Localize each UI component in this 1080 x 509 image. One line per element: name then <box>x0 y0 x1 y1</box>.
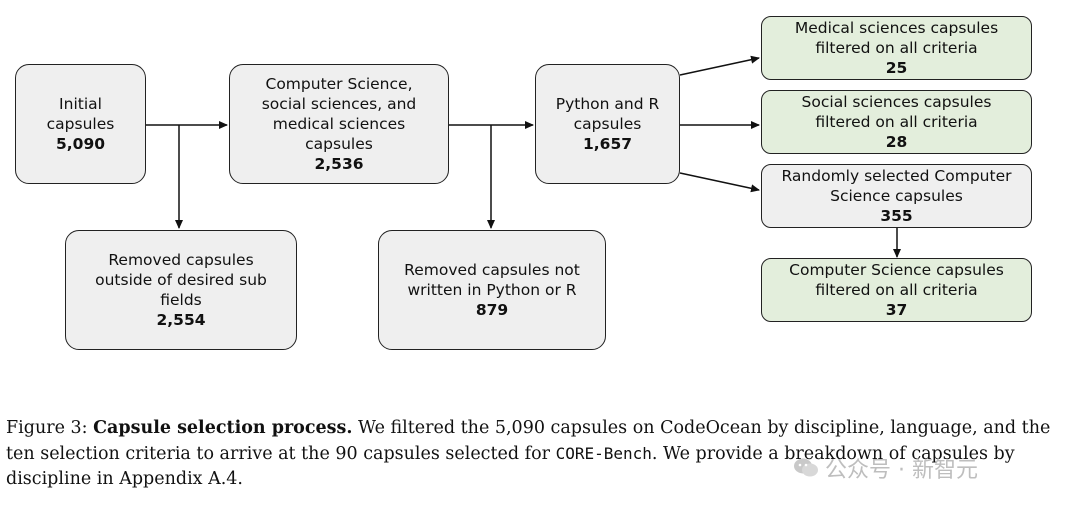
node-initial-capsules: Initial capsules 5,090 <box>15 64 146 184</box>
node-label: Computer Science, <box>265 75 413 93</box>
node-label: filtered on all criteria <box>815 39 978 57</box>
caption-label: Figure 3: <box>6 418 88 438</box>
node-label: Python and R <box>555 95 660 113</box>
node-label: Social sciences capsules <box>801 93 992 111</box>
node-label: social sciences, and <box>261 95 417 113</box>
node-removed-language: Removed capsules not written in Python o… <box>378 230 606 350</box>
node-cs-filtered: Computer Science capsules filtered on al… <box>761 258 1032 322</box>
caption-text-end: . We provide a breakdown of capsules by … <box>6 444 1015 489</box>
node-value: 355 <box>880 207 913 225</box>
node-random-cs: Randomly selected Computer Science capsu… <box>761 164 1032 228</box>
node-python-r-capsules: Python and R capsules 1,657 <box>535 64 680 184</box>
node-value: 2,554 <box>156 311 206 329</box>
node-label: medical sciences <box>272 115 406 133</box>
node-label: capsules <box>46 115 115 133</box>
node-medical-filtered: Medical sciences capsules filtered on al… <box>761 16 1032 80</box>
node-label: Computer Science capsules <box>789 261 1004 279</box>
node-value: 5,090 <box>55 135 106 153</box>
node-value: 37 <box>885 301 908 319</box>
node-subfield-capsules: Computer Science, social sciences, and m… <box>229 64 449 184</box>
node-value: 25 <box>885 59 908 77</box>
node-value: 2,536 <box>314 155 364 173</box>
watermark-text: 公众号 · 新智元 <box>825 458 978 483</box>
caption-text: We filtered the 5,090 capsules on CodeOc… <box>6 418 1051 464</box>
node-label: Removed capsules not <box>404 261 580 279</box>
node-social-filtered: Social sciences capsules filtered on all… <box>761 90 1032 154</box>
caption-title: Capsule selection process. <box>93 418 353 438</box>
node-value: 1,657 <box>582 135 633 153</box>
node-label: capsules <box>573 115 642 133</box>
node-label: fields <box>160 291 202 309</box>
arrow-python-to-random-cs <box>679 172 760 193</box>
figure-caption: Figure 3: Capsule selection process. We … <box>6 416 1076 492</box>
node-removed-subfields: Removed capsules outside of desired sub … <box>65 230 297 350</box>
node-label: Medical sciences capsules <box>794 19 999 37</box>
caption-code: CORE-Bench <box>555 444 652 463</box>
wechat-icon <box>793 457 819 485</box>
node-label: Removed capsules <box>108 251 254 269</box>
node-value: 879 <box>475 301 509 319</box>
node-label: written in Python or R <box>407 281 577 299</box>
node-label: Science capsules <box>830 187 963 205</box>
watermark: 公众号 · 新智元 <box>793 452 978 485</box>
node-label: filtered on all criteria <box>815 281 978 299</box>
node-label: capsules <box>305 135 373 153</box>
node-label: outside of desired sub <box>95 271 267 289</box>
node-label: Initial <box>59 95 102 113</box>
node-label: filtered on all criteria <box>815 113 978 131</box>
arrow-python-to-medical <box>679 55 760 76</box>
node-value: 28 <box>885 133 908 151</box>
node-label: Randomly selected Computer <box>781 167 1012 185</box>
